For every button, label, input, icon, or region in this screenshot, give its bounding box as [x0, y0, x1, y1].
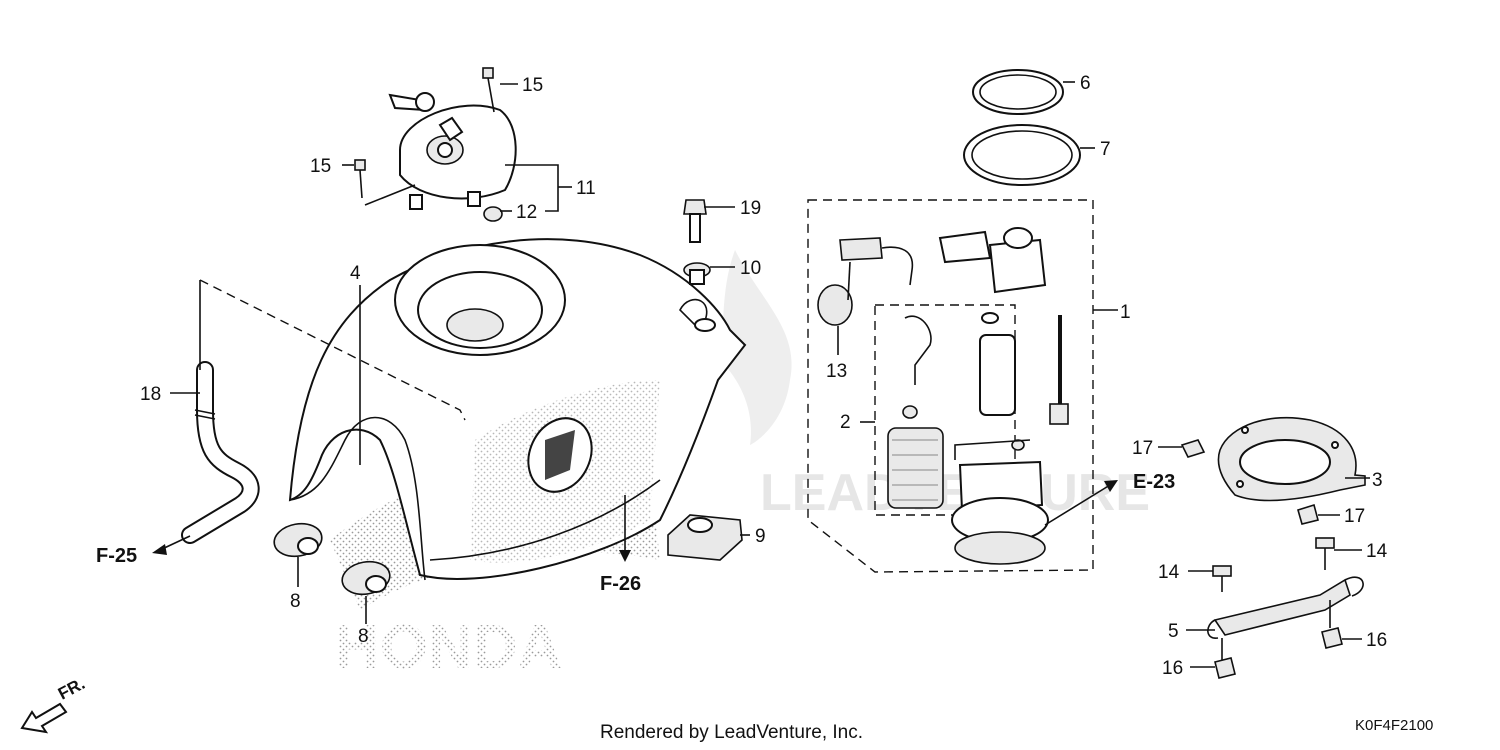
callout-1: 1 [1120, 302, 1131, 323]
callout-10: 10 [740, 258, 761, 279]
bolt-14b [1315, 537, 1335, 570]
callout-12: 12 [516, 202, 537, 223]
collar-10 [683, 262, 711, 285]
callout-16a: 16 [1366, 630, 1387, 651]
callout-17a: 17 [1132, 438, 1153, 459]
callout-18: 18 [140, 384, 161, 405]
nut-16a [1321, 627, 1343, 649]
footer-credit: Rendered by LeadVenture, Inc. [600, 722, 863, 743]
bolt-14a [1212, 565, 1232, 592]
bolt-15a [482, 67, 495, 113]
callout-5: 5 [1168, 621, 1179, 642]
honda-logo-text: HONDA [335, 613, 562, 682]
callout-14b: 14 [1366, 541, 1388, 562]
nut-17b [1297, 503, 1319, 525]
fuel-pump-unit [807, 199, 1094, 573]
bolt-19 [683, 199, 707, 243]
callout-11: 11 [576, 178, 596, 199]
rear-mount-rubber-9 [667, 514, 743, 561]
pump-base-plate-3 [1217, 416, 1366, 502]
cushion-8b [341, 560, 391, 596]
callout-16b: 16 [1162, 658, 1183, 679]
ref-f25: F-25 [96, 545, 137, 567]
callout-6: 6 [1080, 73, 1091, 94]
gasket-7 [963, 124, 1081, 186]
cap-12 [483, 206, 503, 222]
callout-15a: 15 [522, 75, 543, 96]
callout-labels: 1 2 3 4 5 6 7 8 8 9 10 11 12 13 14 14 15… [140, 73, 1388, 679]
callout-8a: 8 [290, 591, 301, 612]
fuel-filler-cap-assembly [364, 92, 517, 210]
callout-15b: 15 [310, 156, 331, 177]
callout-3: 3 [1372, 470, 1383, 491]
leader-lines [152, 81, 1370, 668]
callout-17b: 17 [1344, 506, 1365, 527]
callout-8b: 8 [358, 626, 369, 647]
front-indicator-label: FR. [55, 674, 88, 704]
callout-19: 19 [740, 198, 761, 219]
callout-7: 7 [1100, 139, 1111, 160]
reference-labels: F-25 F-26 E-23 [96, 471, 1175, 595]
bolt-15b [354, 159, 366, 199]
ref-e23: E-23 [1133, 471, 1175, 493]
callout-4: 4 [350, 263, 361, 284]
bracket-5 [1207, 576, 1364, 639]
ref-f26: F-26 [600, 573, 641, 595]
callout-13: 13 [826, 361, 847, 382]
diagram-code: K0F4F2100 [1355, 717, 1433, 734]
front-direction-indicator: FR. [20, 674, 88, 734]
setting-ring-6 [972, 69, 1064, 115]
nut-17a [1180, 439, 1206, 458]
cushion-8a [273, 522, 323, 558]
watermark: LEADVENTURE [720, 250, 1150, 522]
nut-16b [1214, 657, 1236, 679]
callout-9: 9 [755, 526, 766, 547]
breather-hose [181, 361, 260, 544]
callout-14a: 14 [1158, 562, 1180, 583]
fuel-tank [288, 238, 747, 581]
callout-2: 2 [840, 412, 851, 433]
